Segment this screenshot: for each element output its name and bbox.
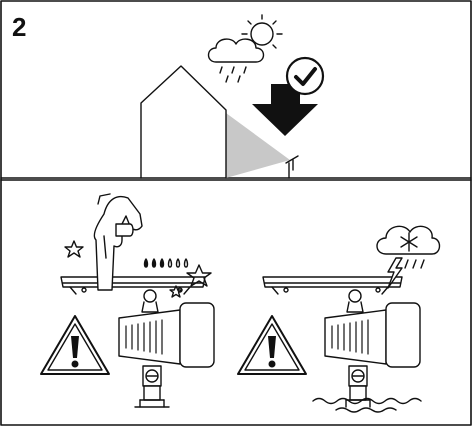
snow-lightning-cloud-icon bbox=[376, 225, 441, 289]
water-drops-rating-icon bbox=[143, 258, 189, 268]
house-icon bbox=[140, 65, 227, 179]
top-panel bbox=[0, 14, 472, 179]
sunlight-beam bbox=[226, 113, 290, 178]
warning-triangle-icon bbox=[40, 315, 110, 375]
bottom-panel bbox=[40, 193, 441, 413]
lightning-icon bbox=[387, 257, 403, 289]
sparkle-stars-icon bbox=[64, 240, 212, 298]
warning-triangle-icon-right bbox=[237, 315, 307, 375]
light-sensor-icon bbox=[285, 155, 299, 179]
hand-cleaning-icon bbox=[93, 193, 143, 291]
rain-icon bbox=[219, 66, 247, 83]
snowflake-icon bbox=[400, 232, 418, 252]
step-number: 2 bbox=[12, 12, 27, 42]
cloud-icon bbox=[207, 38, 265, 63]
checkmark-circle-icon bbox=[285, 56, 325, 96]
solar-light-fixture-right bbox=[262, 276, 421, 408]
sun-icon bbox=[241, 14, 283, 49]
down-arrow-icon bbox=[252, 84, 318, 136]
flood-water-icon bbox=[312, 397, 422, 413]
